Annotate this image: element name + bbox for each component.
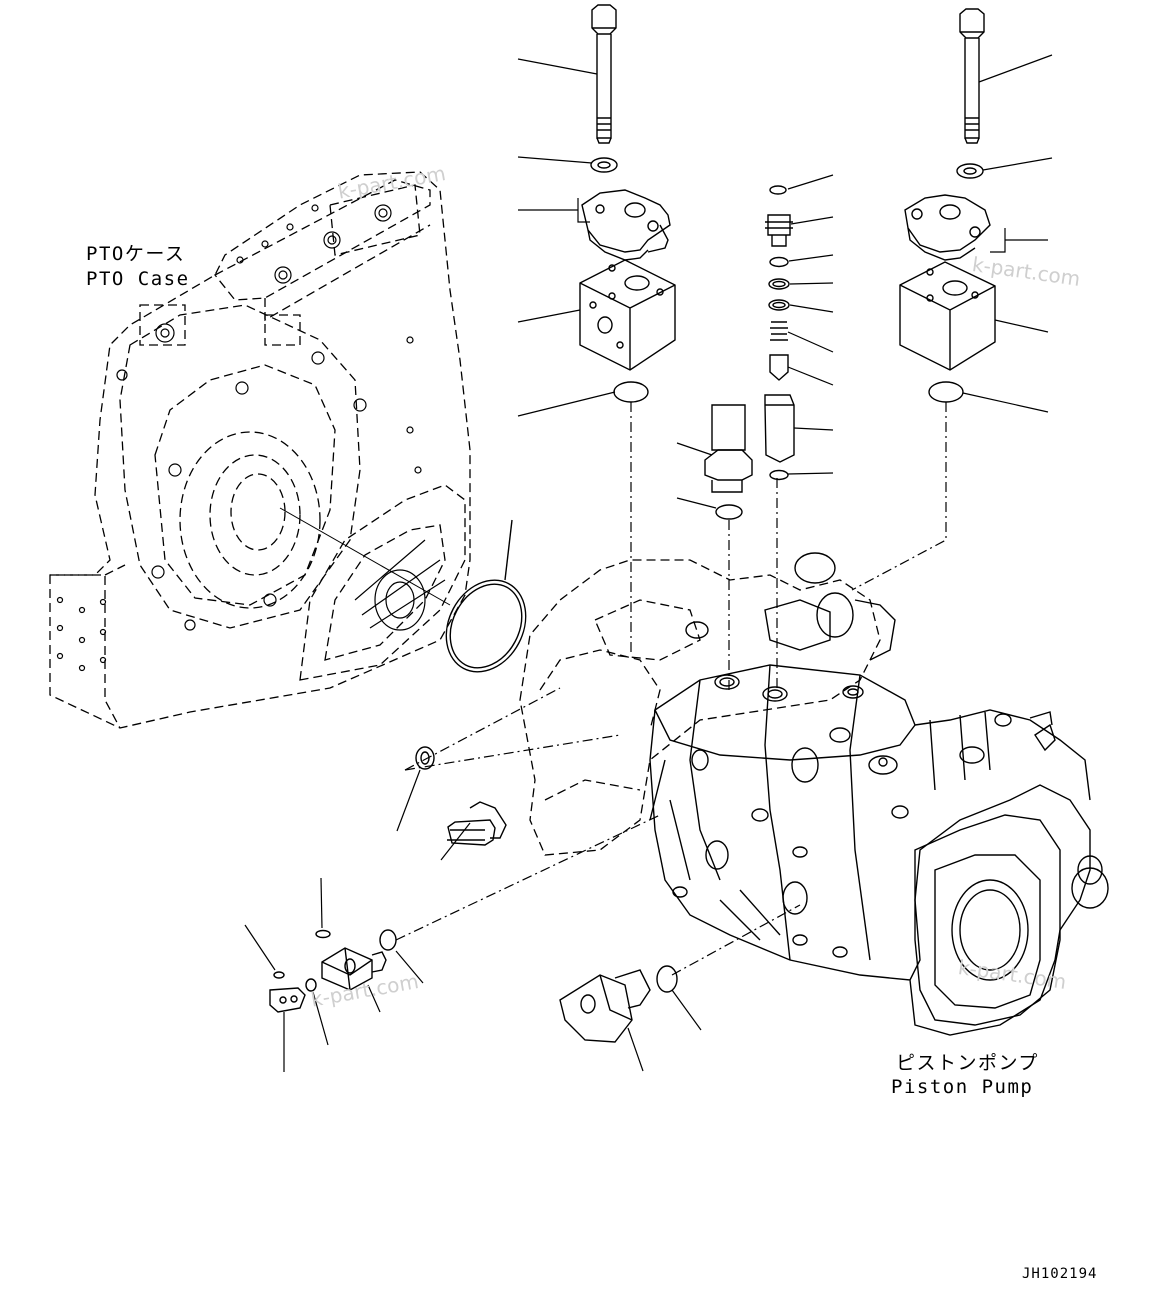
right-valve-block (900, 262, 995, 370)
pto-case-label-en: PTO Case (86, 268, 190, 290)
outlet-elbow-fitting (560, 966, 677, 1042)
right-flange-half (905, 195, 990, 260)
left-long-bolt (592, 5, 616, 143)
large-o-ring (431, 566, 541, 686)
banjo-bolt-and-washer (416, 747, 506, 845)
pto-case-bolts (58, 205, 446, 671)
piston-pump-label-en: Piston Pump (891, 1076, 1034, 1098)
left-flange-half (582, 190, 670, 260)
drawing-code: JH102194 (1022, 1266, 1098, 1282)
piston-pump-housing-dashed (520, 560, 880, 855)
left-valve-block (580, 260, 675, 370)
leader-lines (245, 55, 1052, 1072)
right-long-bolt (960, 9, 984, 143)
relief-valve-parts (765, 186, 794, 480)
pto-case-label-jp: PTOケース (86, 243, 186, 265)
sensor-plug (705, 405, 752, 519)
block-o-rings (614, 382, 963, 402)
piston-pump-label-jp: ピストンポンプ (896, 1052, 1039, 1074)
piston-pump-housing (650, 553, 1108, 1035)
pto-case (50, 172, 470, 728)
solenoid-valve-assembly (270, 930, 396, 1012)
washers (591, 158, 983, 178)
